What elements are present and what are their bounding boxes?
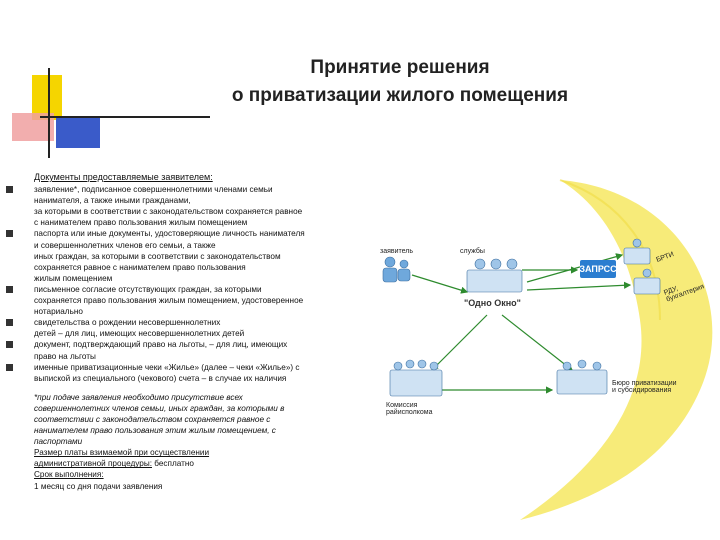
document-line: документ, подтверждающий право на льготы… bbox=[34, 340, 288, 350]
services-label: службы bbox=[460, 248, 485, 255]
document-line: выпиской из специального (чекового) счет… bbox=[34, 373, 287, 383]
document-line: нотариально bbox=[34, 307, 83, 317]
document-item: письменное согласие отсутствующих гражда… bbox=[6, 284, 374, 317]
document-item: паспорта или иные документы, удостоверяю… bbox=[6, 228, 374, 283]
process-diagram: заявитель службы "Одно Окно" ЗАПРСС БРТИ… bbox=[372, 230, 712, 440]
document-item: именные приватизационные чеки «Жилье» (д… bbox=[6, 362, 374, 384]
note-line: соответствии с законодательством сохраня… bbox=[34, 414, 271, 424]
bureau-figure bbox=[556, 359, 608, 395]
documents-list: заявление*, подписанное совершеннолетним… bbox=[6, 184, 374, 384]
document-line: право на льготы bbox=[34, 351, 96, 361]
commission-figure bbox=[389, 359, 443, 397]
diagram-arrows bbox=[382, 238, 661, 397]
document-item: документ, подтверждающий право на льготы… bbox=[6, 339, 374, 361]
bullet-square-icon bbox=[6, 341, 13, 349]
page-title: Принятие решения о приватизации жилого п… bbox=[150, 54, 650, 110]
term-line-2: 1 месяц со дня подачи заявления bbox=[6, 481, 374, 492]
document-line: иных граждан, за которыми в соответствии… bbox=[34, 251, 281, 261]
document-line: и совершеннолетних членов его семьи, а т… bbox=[34, 240, 216, 250]
applicant-label: заявитель bbox=[380, 248, 414, 255]
bullet-square-icon bbox=[6, 285, 13, 293]
term-line-1: Срок выполнения: bbox=[6, 469, 374, 480]
fee-line-1: Размер платы взимаемой при осуществлении bbox=[6, 447, 374, 458]
rdu-figure bbox=[633, 268, 661, 295]
document-item: заявление*, подписанное совершеннолетним… bbox=[6, 184, 374, 228]
document-line: нанимателя, а также иными гражданами, bbox=[34, 196, 191, 206]
document-item: свидетельства о рождении несовершеннолет… bbox=[6, 317, 374, 339]
decor-yellow-square bbox=[32, 75, 62, 120]
documents-heading: Документы предоставляемые заявителем: bbox=[34, 172, 213, 182]
document-line: заявление*, подписанное совершеннолетним… bbox=[34, 185, 273, 195]
document-line: свидетельства о рождении несовершеннолет… bbox=[34, 318, 221, 328]
document-line: письменное согласие отсутствующих гражда… bbox=[34, 284, 262, 294]
zaprs-box: ЗАПРСС bbox=[579, 260, 617, 278]
document-line: сохраняется равное с нанимателем право п… bbox=[34, 262, 246, 272]
bullet-square-icon bbox=[6, 186, 13, 194]
note-line: совершеннолетних членов семьи, иных граж… bbox=[34, 403, 285, 413]
fee-value: бесплатно bbox=[152, 459, 194, 469]
documents-section: Документы предоставляемые заявителем: за… bbox=[6, 172, 374, 492]
document-line: сохраняется право пользования жилым поме… bbox=[34, 296, 304, 306]
decor-vertical-line bbox=[48, 68, 50, 158]
title-line-1: Принятие решения bbox=[310, 57, 490, 78]
bullet-square-icon bbox=[6, 230, 13, 238]
fee-line-2: административной процедуры: бесплатно bbox=[6, 458, 374, 469]
document-line: паспорта или иные документы, удостоверяю… bbox=[34, 229, 305, 239]
document-line: с нанимателем право пользования жилым по… bbox=[34, 218, 248, 228]
one-window-label: "Одно Окно" bbox=[464, 298, 521, 308]
bullet-square-icon bbox=[6, 319, 13, 327]
fee-label: Размер платы взимаемой при осуществлении bbox=[34, 448, 210, 458]
note-text: *при подаче заявления необходимо присутс… bbox=[6, 392, 374, 447]
bullet-square-icon bbox=[6, 363, 13, 371]
document-line: детей – для лиц, имеющих несовершеннолет… bbox=[34, 329, 245, 339]
commission-label: Комиссия райисполкома bbox=[386, 402, 433, 416]
document-line: именные приватизационные чеки «Жилье» (д… bbox=[34, 362, 300, 372]
title-line-2: о приватизации жилого помещения bbox=[231, 85, 569, 106]
decor-horizontal-line bbox=[40, 116, 210, 118]
note-line: нанимателем право пользования этим жилым… bbox=[34, 426, 276, 436]
term-value: 1 месяц со дня подачи заявления bbox=[34, 481, 163, 491]
decor-blue-square bbox=[56, 116, 100, 148]
applicant-figure bbox=[382, 256, 411, 283]
fee-label-2: административной процедуры: bbox=[34, 459, 152, 469]
one-window-figure bbox=[466, 258, 523, 293]
note-line: паспортами bbox=[34, 437, 83, 447]
bureau-label: Бюро приватизации и субсидирования bbox=[612, 380, 677, 394]
brti-figure bbox=[623, 238, 651, 265]
document-line: за которыми в соответствии с законодател… bbox=[34, 207, 303, 217]
document-line: жилым помещением bbox=[34, 273, 113, 283]
term-label: Срок выполнения: bbox=[34, 470, 104, 480]
note-line: *при подаче заявления необходимо присутс… bbox=[34, 392, 243, 402]
